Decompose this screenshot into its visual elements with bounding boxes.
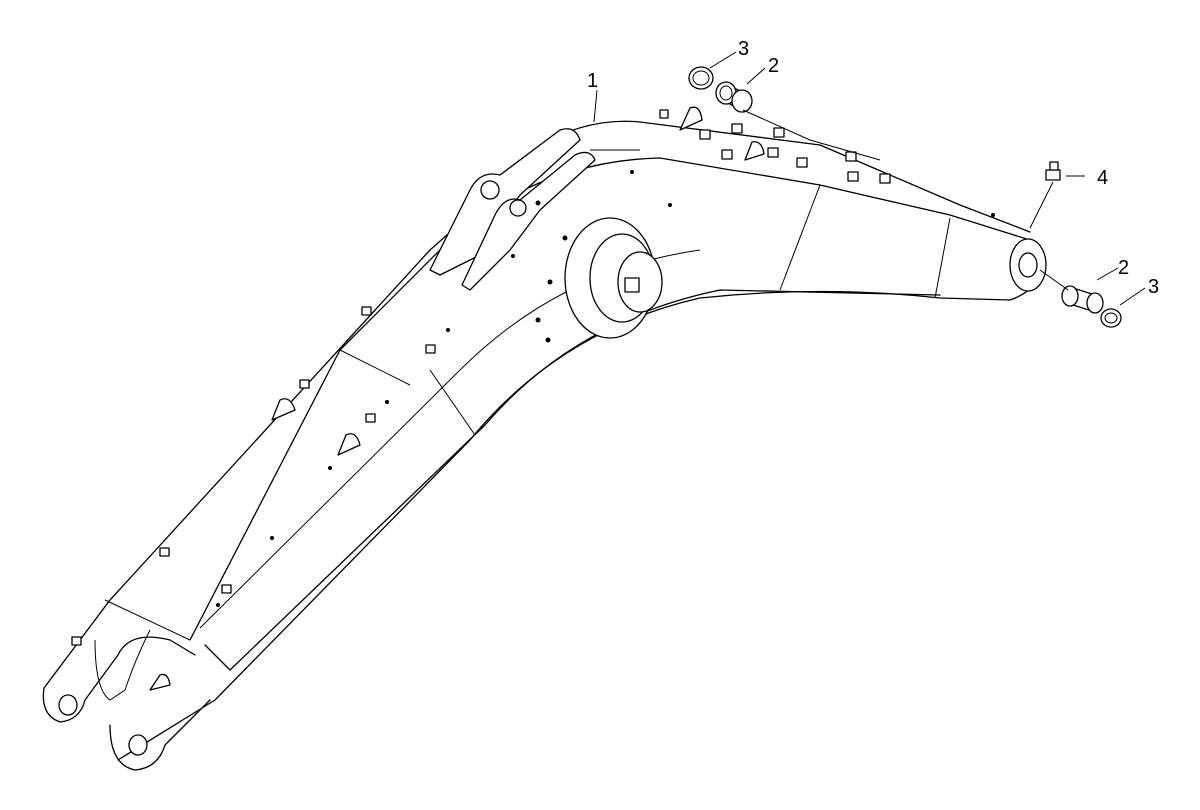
callout-grease-fitting: 4 bbox=[1097, 167, 1108, 189]
link-hole-left bbox=[480, 180, 500, 200]
callout-seal-top: 3 bbox=[738, 38, 749, 60]
callout-bushing-bottom: 2 bbox=[1118, 257, 1129, 279]
boom-body bbox=[42, 106, 1047, 771]
callout-seal-bottom: 3 bbox=[1148, 276, 1159, 298]
bushing-bottom bbox=[1061, 285, 1104, 314]
arm-pin-hole-left bbox=[58, 694, 78, 716]
grease-fitting bbox=[1045, 161, 1061, 181]
boom-foot-pin-hole bbox=[1018, 252, 1038, 278]
cylinder-mount-bolt bbox=[624, 277, 640, 293]
seal-bottom bbox=[1100, 308, 1122, 328]
bolt-dots bbox=[216, 170, 995, 607]
arm-pin-hole-right bbox=[128, 734, 148, 756]
bushing-top bbox=[715, 81, 753, 113]
callout-bushing-top: 2 bbox=[768, 55, 779, 77]
callout-boom: 1 bbox=[587, 70, 598, 92]
link-hole-right bbox=[509, 199, 527, 217]
cylinder-mount-cap bbox=[617, 251, 663, 313]
seal-top bbox=[688, 66, 714, 90]
top-link-plate-right bbox=[461, 151, 596, 291]
leader-lines bbox=[593, 51, 1146, 306]
